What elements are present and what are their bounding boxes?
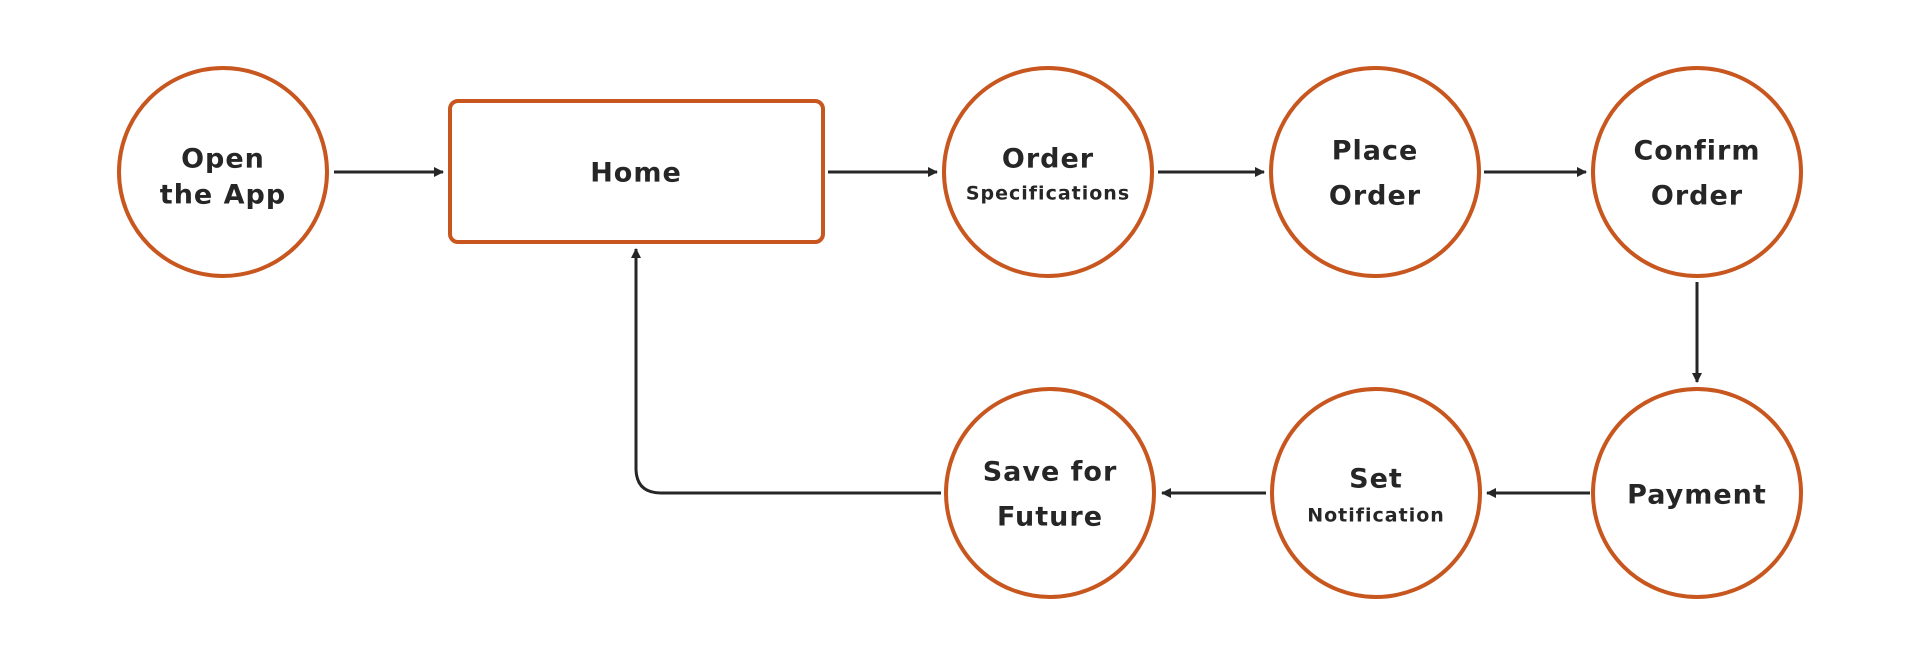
node-payment: Payment [1591,387,1803,599]
node-shape [942,66,1154,278]
node-confirm-order: Confirm Order [1591,66,1803,278]
node-shape [1269,66,1481,278]
node-label-line2: Future [997,502,1103,533]
node-label-line1: Set [1349,464,1403,495]
node-label-line2: the App [160,180,286,211]
node-label-line1: Confirm [1633,136,1760,167]
node-label-line1: Order [1002,144,1094,175]
node-label-line2: Order [1329,181,1421,212]
edge-save-future-to-home [631,248,941,495]
node-shape [448,99,825,244]
node-save-for-future: Save for Future [944,387,1156,599]
node-label: Home [590,158,682,189]
node-label: Payment [1627,480,1767,511]
node-place-order: Place Order [1269,66,1481,278]
node-shape [1270,387,1482,599]
node-label-line2: Notification [1307,505,1445,527]
node-shape [1591,66,1803,278]
node-set-notification: Set Notification [1270,387,1482,599]
node-shape [117,66,329,278]
node-order-specifications: Order Specifications [942,66,1154,278]
node-label-line1: Save for [983,457,1118,488]
node-label-line1: Place [1332,136,1419,167]
node-shape [944,387,1156,599]
node-shape [1591,387,1803,599]
node-label-line1: Open [181,144,265,175]
node-label-line2: Order [1651,181,1743,212]
node-home: Home [448,99,825,244]
edges [334,167,1702,498]
node-open-app: Open the App [117,66,329,278]
node-label-line2: Specifications [966,183,1130,205]
